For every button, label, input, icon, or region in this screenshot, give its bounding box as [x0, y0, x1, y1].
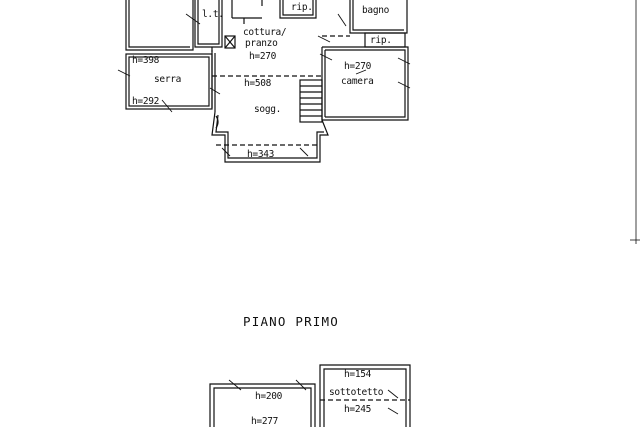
room-label-cottura: cottura/	[243, 27, 287, 38]
ground-floor-ticks	[117, 13, 411, 157]
room-label-lt: l.t.	[202, 9, 224, 20]
room-height-cottura: h=270	[249, 51, 277, 62]
room-height-camera: h=270	[344, 61, 372, 72]
first-floor-walls	[209, 364, 411, 427]
floor-title-piano-primo: PIANO PRIMO	[243, 314, 339, 329]
room-label-serra: serra	[154, 74, 182, 85]
room-label-sottotetto: sottotetto	[329, 387, 384, 398]
room-height-soggiorno: h=508	[244, 78, 272, 89]
ground-floor-walls	[125, 0, 409, 163]
room-height-serra-bottom: h=292	[132, 96, 160, 107]
room-label-camera: camera	[341, 76, 374, 87]
room-height-first: h=277	[251, 416, 279, 427]
room-label-bagno: bagno	[362, 5, 390, 16]
ground-floor-dashed-lines	[211, 35, 350, 146]
room-label-rip-top: rip.	[291, 2, 313, 13]
room-height-bay: h=343	[247, 149, 275, 160]
room-label-rip-small: rip.	[370, 35, 392, 46]
room-height-sottotetto-bottom: h=245	[344, 404, 372, 415]
room-label-pranzo: pranzo	[245, 38, 278, 49]
room-height-sottotetto-top: h=154	[344, 369, 372, 380]
room-height-serra-top: h=398	[132, 55, 160, 66]
room-height-first-top: h=200	[255, 391, 283, 402]
room-label-soggiorno: sogg.	[254, 104, 282, 115]
